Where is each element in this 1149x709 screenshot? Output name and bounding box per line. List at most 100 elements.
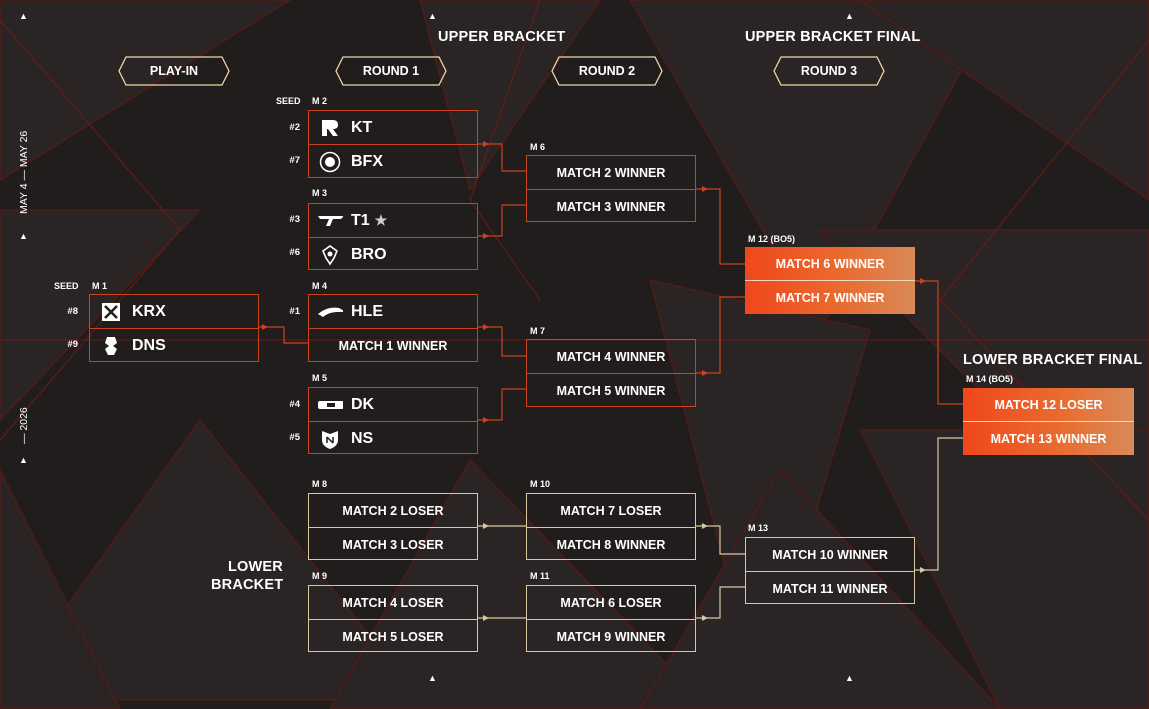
lower-bracket-title-line2: BRACKET [211, 577, 284, 593]
triangle-marker-icon: ▲ [19, 455, 28, 465]
match-label: M 7 [530, 326, 546, 336]
triangle-marker-icon: ▲ [19, 231, 28, 241]
seed-number: #3 [289, 214, 300, 225]
match-slot[interactable]: MATCH 6 WINNER [775, 256, 885, 271]
seed-number: #5 [289, 432, 300, 443]
match-4-card[interactable]: HLE MATCH 1 WINNER [308, 294, 478, 362]
match-slot[interactable]: MATCH 10 WINNER [772, 547, 888, 562]
team-slot-dns[interactable]: DNS [90, 328, 258, 362]
match-slot[interactable]: MATCH 4 WINNER [556, 349, 666, 364]
match-13-card[interactable]: MATCH 10 WINNER MATCH 11 WINNER [745, 537, 915, 604]
match-slot[interactable]: MATCH 4 LOSER [342, 595, 444, 610]
match-14-card[interactable]: MATCH 12 LOSER MATCH 13 WINNER [963, 388, 1134, 455]
match-label: M 6 [530, 142, 546, 152]
triangle-marker-icon: ▲ [845, 673, 854, 683]
match-slot[interactable]: MATCH 3 LOSER [309, 527, 477, 561]
hle-logo-icon [317, 301, 343, 323]
match-label: M 12 (BO5) [748, 234, 796, 244]
match-slot[interactable]: MATCH 7 LOSER [560, 503, 662, 518]
match-label: M 5 [312, 373, 328, 383]
match-label: M 11 [530, 571, 550, 581]
upper-bracket-final-title: UPPER BRACKET FINAL [745, 29, 921, 45]
match-slot[interactable]: MATCH 5 WINNER [527, 373, 695, 407]
t1-logo-icon [317, 210, 343, 232]
seed-header: SEED [54, 281, 79, 291]
match-7-card[interactable]: MATCH 4 WINNER MATCH 5 WINNER [526, 339, 696, 407]
match-9-card[interactable]: MATCH 4 LOSER MATCH 5 LOSER [308, 585, 478, 652]
match-label: M 13 [748, 523, 769, 533]
match-slot[interactable]: MATCH 11 WINNER [746, 571, 914, 605]
triangle-marker-icon: ▲ [845, 11, 854, 21]
match-label: M 4 [312, 281, 328, 291]
match-6-card[interactable]: MATCH 2 WINNER MATCH 3 WINNER [526, 155, 696, 222]
match-11-card[interactable]: MATCH 6 LOSER MATCH 9 WINNER [526, 585, 696, 652]
round-label-round2: ROUND 2 [551, 56, 663, 86]
lower-bracket-title-line1: LOWER [228, 559, 283, 575]
bfx-logo-icon [317, 151, 343, 173]
match-5-card[interactable]: DK NS [308, 387, 478, 454]
triangle-marker-icon: ▲ [428, 11, 437, 21]
seed-number: #7 [289, 155, 300, 166]
match-slot[interactable]: MATCH 9 WINNER [527, 619, 695, 653]
team-name: NS [351, 429, 374, 447]
team-slot-ns[interactable]: NS [309, 421, 477, 455]
match-slot[interactable]: MATCH 2 LOSER [342, 503, 444, 518]
match-slot[interactable]: MATCH 5 LOSER [309, 619, 477, 653]
match-label: M 9 [312, 571, 328, 581]
upper-bracket-title: UPPER BRACKET [438, 29, 566, 45]
team-name: KRX [132, 302, 166, 320]
seed-number: #8 [67, 306, 78, 317]
match-slot[interactable]: MATCH 7 WINNER [745, 280, 915, 314]
team-slot-t1[interactable]: T1 ★ [309, 204, 477, 237]
match-12-card[interactable]: MATCH 6 WINNER MATCH 7 WINNER [745, 247, 915, 314]
match-label: M 10 [530, 479, 551, 489]
match-3-card[interactable]: T1 ★ BRO [308, 203, 478, 270]
round-label-round1: ROUND 1 [335, 56, 447, 86]
match-label: M 2 [312, 96, 328, 106]
team-name: BRO [351, 245, 387, 263]
match-slot[interactable]: MATCH 8 WINNER [527, 527, 695, 561]
seed-number: #4 [289, 399, 300, 410]
round-label-play-in: PLAY-IN [118, 56, 230, 86]
team-slot-krx[interactable]: KRX [90, 295, 258, 328]
match-label: M 1 [92, 281, 108, 291]
team-slot-dk[interactable]: DK [309, 388, 477, 421]
match-2-card[interactable]: KT BFX [308, 110, 478, 178]
match-1-card[interactable]: KRX DNS [89, 294, 259, 362]
match-label: M 3 [312, 188, 328, 198]
dk-logo-icon [317, 394, 343, 416]
match-slot[interactable]: MATCH 1 WINNER [309, 328, 477, 362]
seed-header: SEED [276, 96, 301, 106]
triangle-marker-icon: ▲ [19, 11, 28, 21]
match-slot[interactable]: MATCH 12 LOSER [994, 397, 1103, 412]
team-slot-kt[interactable]: KT [309, 111, 477, 144]
kt-logo-icon [317, 117, 343, 139]
krx-logo-icon [98, 301, 124, 323]
team-name: KT [351, 118, 373, 136]
seed-number: #2 [289, 122, 300, 133]
match-slot[interactable]: MATCH 2 WINNER [556, 165, 666, 180]
team-name: HLE [351, 302, 383, 320]
team-name: BFX [351, 152, 383, 170]
dns-logo-icon [98, 335, 124, 357]
team-name: T1 [351, 211, 370, 229]
match-10-card[interactable]: MATCH 7 LOSER MATCH 8 WINNER [526, 493, 696, 560]
ns-logo-icon [317, 428, 343, 450]
match-slot[interactable]: MATCH 3 WINNER [527, 189, 695, 223]
match-label: M 8 [312, 479, 328, 489]
seed-number: #1 [289, 306, 300, 317]
team-slot-bfx[interactable]: BFX [309, 144, 477, 178]
star-icon: ★ [374, 212, 388, 228]
team-slot-hle[interactable]: HLE [309, 295, 477, 328]
triangle-marker-icon: ▲ [428, 673, 437, 683]
match-8-card[interactable]: MATCH 2 LOSER MATCH 3 LOSER [308, 493, 478, 560]
match-slot[interactable]: MATCH 13 WINNER [963, 421, 1134, 455]
match-slot[interactable]: MATCH 6 LOSER [560, 595, 662, 610]
seed-number: #9 [67, 339, 78, 350]
match-label: M 14 (BO5) [966, 374, 1014, 384]
team-name: DK [351, 395, 375, 413]
bro-logo-icon [317, 244, 343, 266]
team-slot-bro[interactable]: BRO [309, 237, 477, 271]
team-name: DNS [132, 336, 166, 354]
